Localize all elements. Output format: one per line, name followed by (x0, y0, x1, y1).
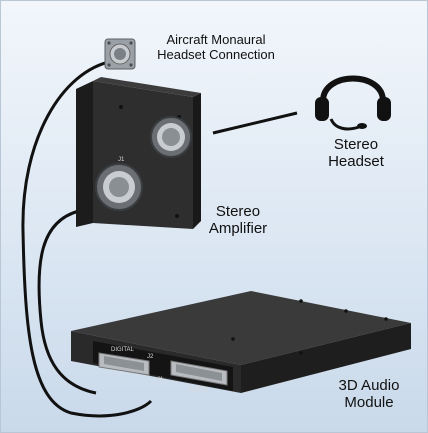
module-j2-marking: J2 (147, 354, 154, 360)
cable-amplifier-to-headset (212, 111, 298, 135)
label-line: Amplifier (208, 220, 268, 238)
label-line: Module (344, 394, 394, 412)
module-audio-marking: AUDIO (189, 387, 208, 393)
label-line: Aircraft Monaural (166, 32, 266, 47)
stereo-amplifier: J1 (76, 77, 201, 229)
cable-amplifier-to-module (37, 209, 97, 395)
monaural-connector (104, 38, 136, 70)
module-digital-marking: DIGITAL (111, 347, 135, 353)
label-line: 3D Audio (338, 377, 400, 394)
label-aircraft-connection: Aircraft Monaural Headset Connection (141, 32, 291, 63)
label-line: Stereo (333, 136, 379, 153)
amplifier-j1-marking: J1 (118, 157, 125, 163)
label-line: Stereo (215, 203, 261, 220)
headset-icon (315, 75, 391, 131)
label-3d-audio-module: 3D Audio Module (319, 377, 419, 412)
label-stereo-amplifier: Stereo Amplifier (193, 203, 283, 238)
label-stereo-headset: Stereo Headset (301, 136, 411, 171)
label-line: Headset Connection (157, 46, 275, 62)
cable-connector-to-module (21, 59, 153, 418)
label-line: Headset (328, 153, 384, 171)
audio-module: DIGITAL J2 J1 AUDIO (71, 291, 411, 393)
module-j1-marking: J1 (157, 377, 164, 383)
